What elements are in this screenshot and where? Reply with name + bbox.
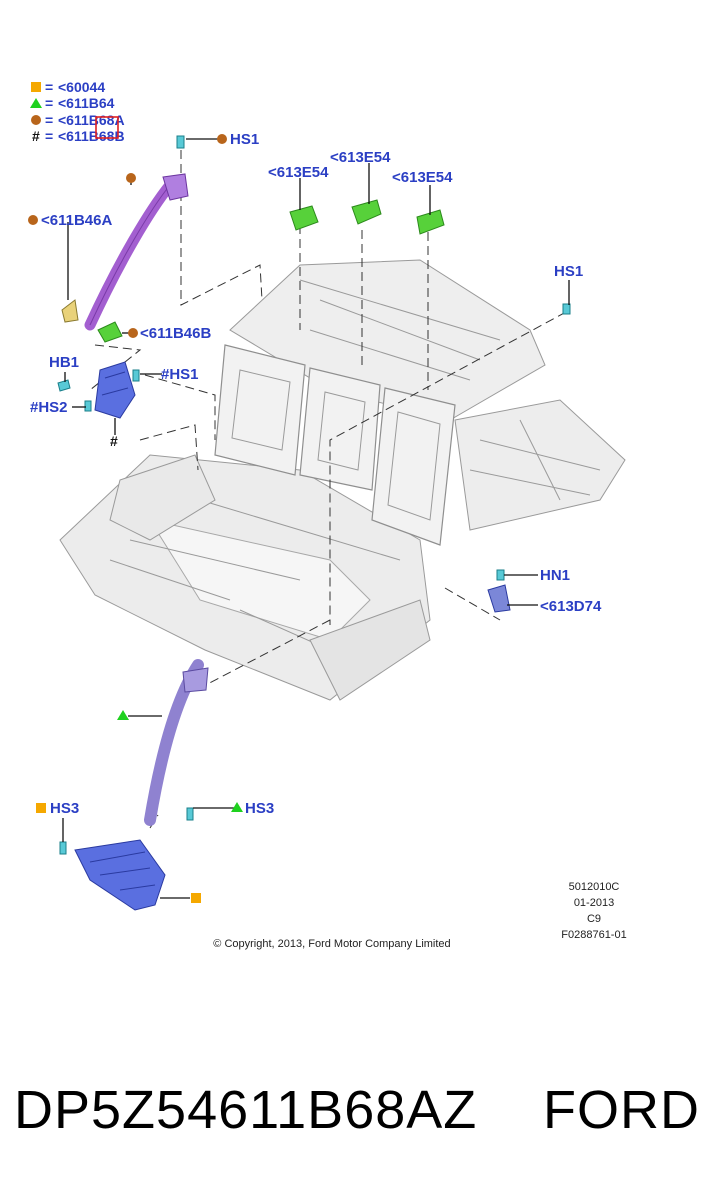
legend: = <60044 = <611B64 = <611B68A # = <611B6…	[30, 79, 125, 144]
parts-diagram: = <60044 = <611B64 = <611B68A # = <611B6…	[28, 79, 627, 950]
meta-code-4: F0288761-01	[561, 929, 626, 941]
meta-code-3: C9	[587, 913, 601, 925]
bolt-icon	[176, 135, 185, 149]
circle-brown-icon	[217, 134, 227, 144]
vehicle-body-illustration	[59, 259, 626, 701]
label-hs3-right: HS3	[245, 800, 274, 817]
green-clips	[289, 199, 445, 235]
bracket-blue-lower	[74, 839, 166, 911]
tunnel	[148, 519, 371, 641]
brand-name: FORD	[543, 1080, 700, 1140]
part-labels: HS1 <611B46A <611B46B <613E54 <613E54 <6…	[30, 131, 602, 817]
bolt-icon	[496, 569, 505, 581]
square-orange-icon	[31, 82, 41, 92]
seat-frame-right	[371, 387, 456, 546]
clip-left	[289, 205, 319, 231]
label-613e54-right: <613E54	[392, 169, 453, 186]
legend-item-3: <611B68A	[58, 112, 125, 128]
legend-eq: =	[45, 128, 53, 144]
seat-frame-mid	[299, 367, 381, 491]
hash-icon: #	[32, 128, 40, 144]
nut-icon	[57, 379, 71, 392]
diagram-meta: 5012010C 01-2013 C9 F0288761-01 © Copyri…	[213, 881, 626, 950]
label-hs1-left: #HS1	[161, 366, 199, 383]
anchor-plate	[61, 299, 79, 323]
assembly-lines	[89, 150, 567, 829]
label-hs2: #HS2	[30, 399, 68, 416]
trunk-floor	[454, 399, 626, 531]
legend-item-1: <60044	[58, 79, 105, 95]
upper-bracket	[94, 361, 136, 419]
seat-frame-left	[214, 344, 306, 476]
rear-lower-panel	[309, 599, 431, 701]
triangle-green-icon	[30, 98, 42, 108]
square-orange-icon	[36, 803, 46, 813]
meta-code-2: 01-2013	[574, 897, 614, 909]
label-611b46b: <611B46B	[140, 325, 211, 342]
left-quarter	[109, 454, 216, 541]
nut-plate	[487, 584, 511, 613]
label-hs1-top: HS1	[230, 131, 259, 148]
bolt-icon	[562, 303, 571, 315]
label-613e54-left: <613E54	[268, 164, 329, 181]
meta-code-1: 5012010C	[569, 881, 620, 893]
legend-item-4: <611B68B	[58, 128, 125, 144]
retractor-upper	[162, 173, 189, 201]
circle-brown-icon	[126, 173, 136, 183]
bolt-icon	[59, 841, 67, 855]
label-613e54-mid: <613E54	[330, 149, 391, 166]
footer: DP5Z54611B68AZ FORD	[0, 1075, 708, 1155]
circle-brown-icon	[28, 215, 38, 225]
retractor-lower	[182, 667, 209, 693]
clip-right	[416, 209, 445, 235]
copyright: © Copyright, 2013, Ford Motor Company Li…	[213, 938, 450, 950]
bolt-icon	[186, 807, 194, 821]
circle-brown-icon	[128, 328, 138, 338]
legend-eq: =	[45, 79, 53, 95]
highlight-box	[95, 116, 119, 139]
label-hn1: HN1	[540, 567, 570, 584]
clip-mid	[351, 199, 382, 225]
label-hb1: HB1	[49, 354, 79, 371]
label-611b46a: <611B46A	[41, 212, 112, 229]
lower-seat-belt	[74, 659, 209, 911]
legend-item-2: <611B64	[58, 95, 115, 111]
circle-brown-icon	[31, 115, 41, 125]
belt-webbing-upper	[84, 179, 176, 331]
buckle-green	[97, 321, 123, 343]
triangle-green-icon	[231, 802, 243, 812]
upper-seat-belt	[61, 173, 189, 343]
label-hs3-left: HS3	[50, 800, 79, 817]
leader-lines	[28, 134, 570, 903]
triangle-green-icon	[117, 710, 129, 720]
label-hs1-right: HS1	[554, 263, 583, 280]
bolt-icon	[84, 400, 92, 412]
bolt-icon	[132, 369, 140, 382]
label-613d74: <613D74	[540, 598, 602, 615]
square-orange-icon	[191, 893, 201, 903]
bracket-blue-upper	[94, 361, 136, 419]
legend-eq: =	[45, 112, 53, 128]
fasteners	[57, 135, 571, 855]
legend-eq: =	[45, 95, 53, 111]
part-number: DP5Z54611B68AZ	[14, 1080, 478, 1140]
label-hash: #	[110, 433, 118, 449]
